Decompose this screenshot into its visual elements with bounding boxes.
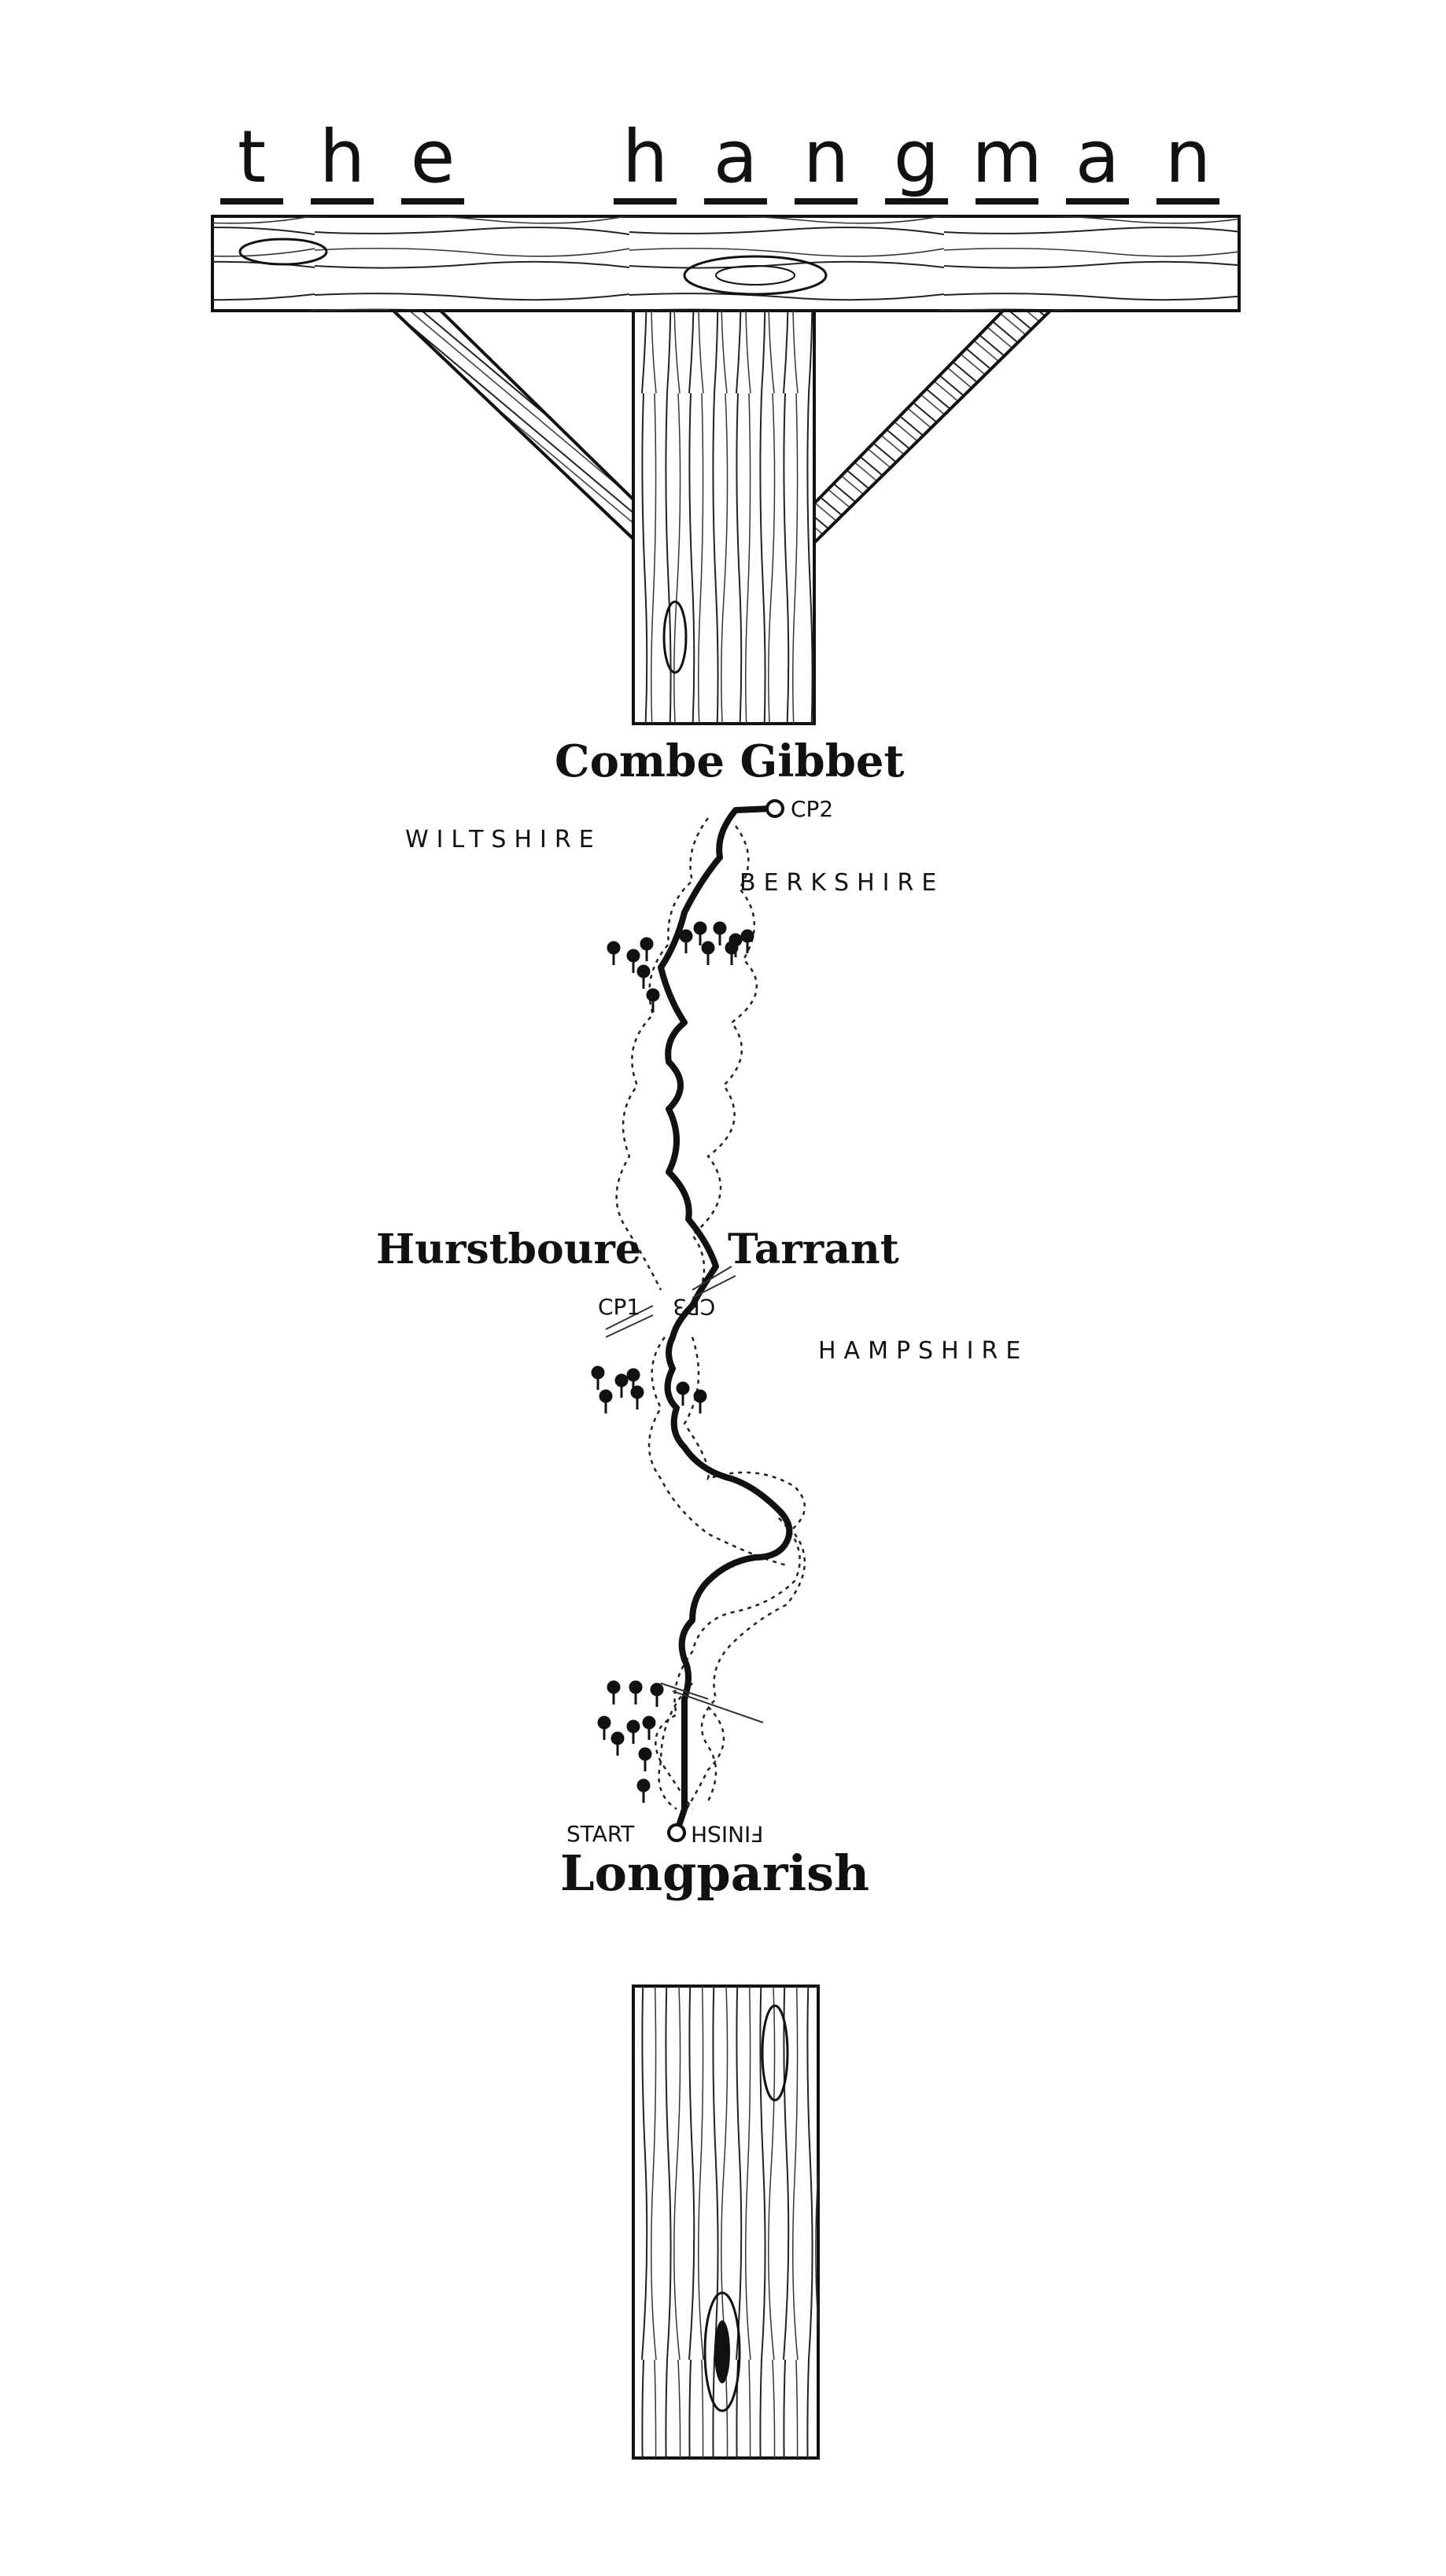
title-letter: n [1149,118,1227,205]
gallows-lower-post [632,1985,820,2460]
tree-cluster [591,921,754,1803]
woodland-outline [615,817,806,1826]
county-label-wiltshire: WILTSHIRE [405,826,602,853]
cp2-marker [765,799,784,818]
place-label-longparish: Longparish [560,1844,870,1902]
county-label-berkshire: BERKSHIRE [740,869,945,897]
gallows-braces [389,309,1054,547]
title-letter: n [787,118,865,205]
place-label-tarrant: Tarrant [728,1225,899,1273]
place-label-hurstboure: Hurstboure [376,1225,641,1273]
start-finish-marker [667,1823,686,1842]
gallows-upper-post [632,309,816,725]
title-letter: h [303,118,382,205]
checkpoint-label-cp1: CP1 [598,1294,641,1320]
county-label-hampshire: HAMPSHIRE [818,1337,1029,1365]
title-letter: h [606,118,684,205]
road-crossing [605,1266,764,1723]
place-label-combe-gibbet: Combe Gibbet [555,735,905,787]
route-line [658,805,793,1836]
title-letter: m [968,118,1046,205]
title-letter: a [1058,118,1137,205]
title-letter: t [212,118,291,205]
gallows-beam [211,215,1241,312]
title-letter: g [877,118,956,205]
checkpoint-label-cp3: CP3 [673,1294,716,1320]
checkpoint-label-start: START [566,1821,635,1847]
title-letter: e [393,118,472,205]
checkpoint-label-finish: FINISH [691,1821,764,1847]
checkpoint-label-cp2: CP2 [791,796,834,822]
title-letter: a [696,118,775,205]
